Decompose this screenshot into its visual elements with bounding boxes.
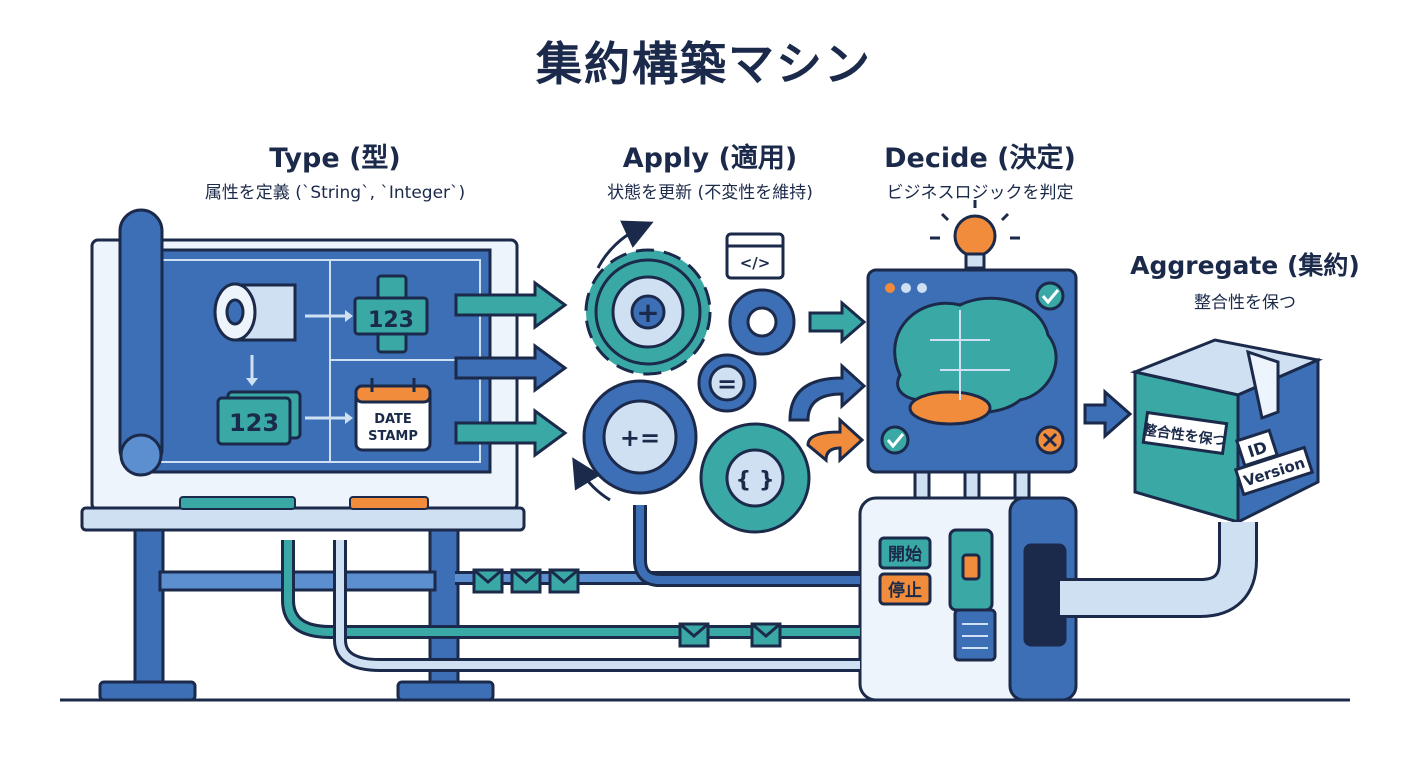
decide-to-aggregate-arrow (1083, 388, 1133, 440)
integer-tile-top-label: 123 (368, 308, 414, 333)
type-heading: Type (型) (269, 143, 401, 174)
aggregate-subtitle: 整合性を保つ (1194, 293, 1296, 313)
plus-gear-icon (584, 248, 712, 376)
start-button-label: 開始 (888, 544, 922, 565)
plus-gear-label: + (636, 296, 659, 329)
decide-heading: Decide (決定) (884, 143, 1076, 174)
apply-subtitle: 状態を更新 (不変性を維持) (607, 183, 813, 203)
code-tag-label: </> (740, 254, 771, 272)
plus-equals-gear-label: += (620, 424, 660, 452)
small-gear-icon (728, 288, 796, 356)
envelope-icons (472, 568, 782, 648)
decide-subtitle: ビジネスロジックを判定 (886, 183, 1074, 203)
braces-gear-icon (699, 422, 811, 534)
lightbulb-icon (930, 200, 1020, 270)
aggregate-box (1060, 338, 1324, 618)
integer-tile-bottom (216, 390, 302, 446)
integer-tile-bottom-label: 123 (229, 409, 279, 437)
blueprint-table (80, 208, 526, 702)
brain-icon (893, 296, 1058, 426)
type-to-apply-arrows (454, 280, 568, 458)
plus-equals-gear-icon (582, 379, 698, 495)
type-subtitle: 属性を定義 (`String`, `Integer`) (204, 183, 466, 203)
rotation-arrow-top (596, 220, 654, 269)
apply-to-decide-arrows (788, 299, 867, 464)
tape-roll-icon (213, 282, 297, 342)
equals-gear-icon (697, 353, 757, 413)
start-button[interactable] (878, 536, 932, 570)
date-stamp-line1: DATE (374, 412, 412, 427)
decision-monitor (866, 200, 1078, 504)
aggregate-heading: Aggregate (集約) (1130, 251, 1360, 280)
integer-tile-top (353, 274, 429, 354)
date-stamp-icon (354, 378, 432, 452)
stop-button[interactable] (878, 572, 932, 606)
stop-button-label: 停止 (888, 580, 922, 601)
code-window-icon (725, 232, 785, 280)
gear-cluster (582, 232, 811, 534)
rotation-arrow-bottom (572, 457, 611, 502)
equals-gear-label: = (717, 370, 737, 398)
apply-heading: Apply (適用) (622, 143, 798, 174)
page-title: 集約構築マシン (536, 37, 872, 91)
braces-gear-label: { } (736, 468, 775, 493)
date-stamp-line2: STAMP (368, 429, 418, 444)
